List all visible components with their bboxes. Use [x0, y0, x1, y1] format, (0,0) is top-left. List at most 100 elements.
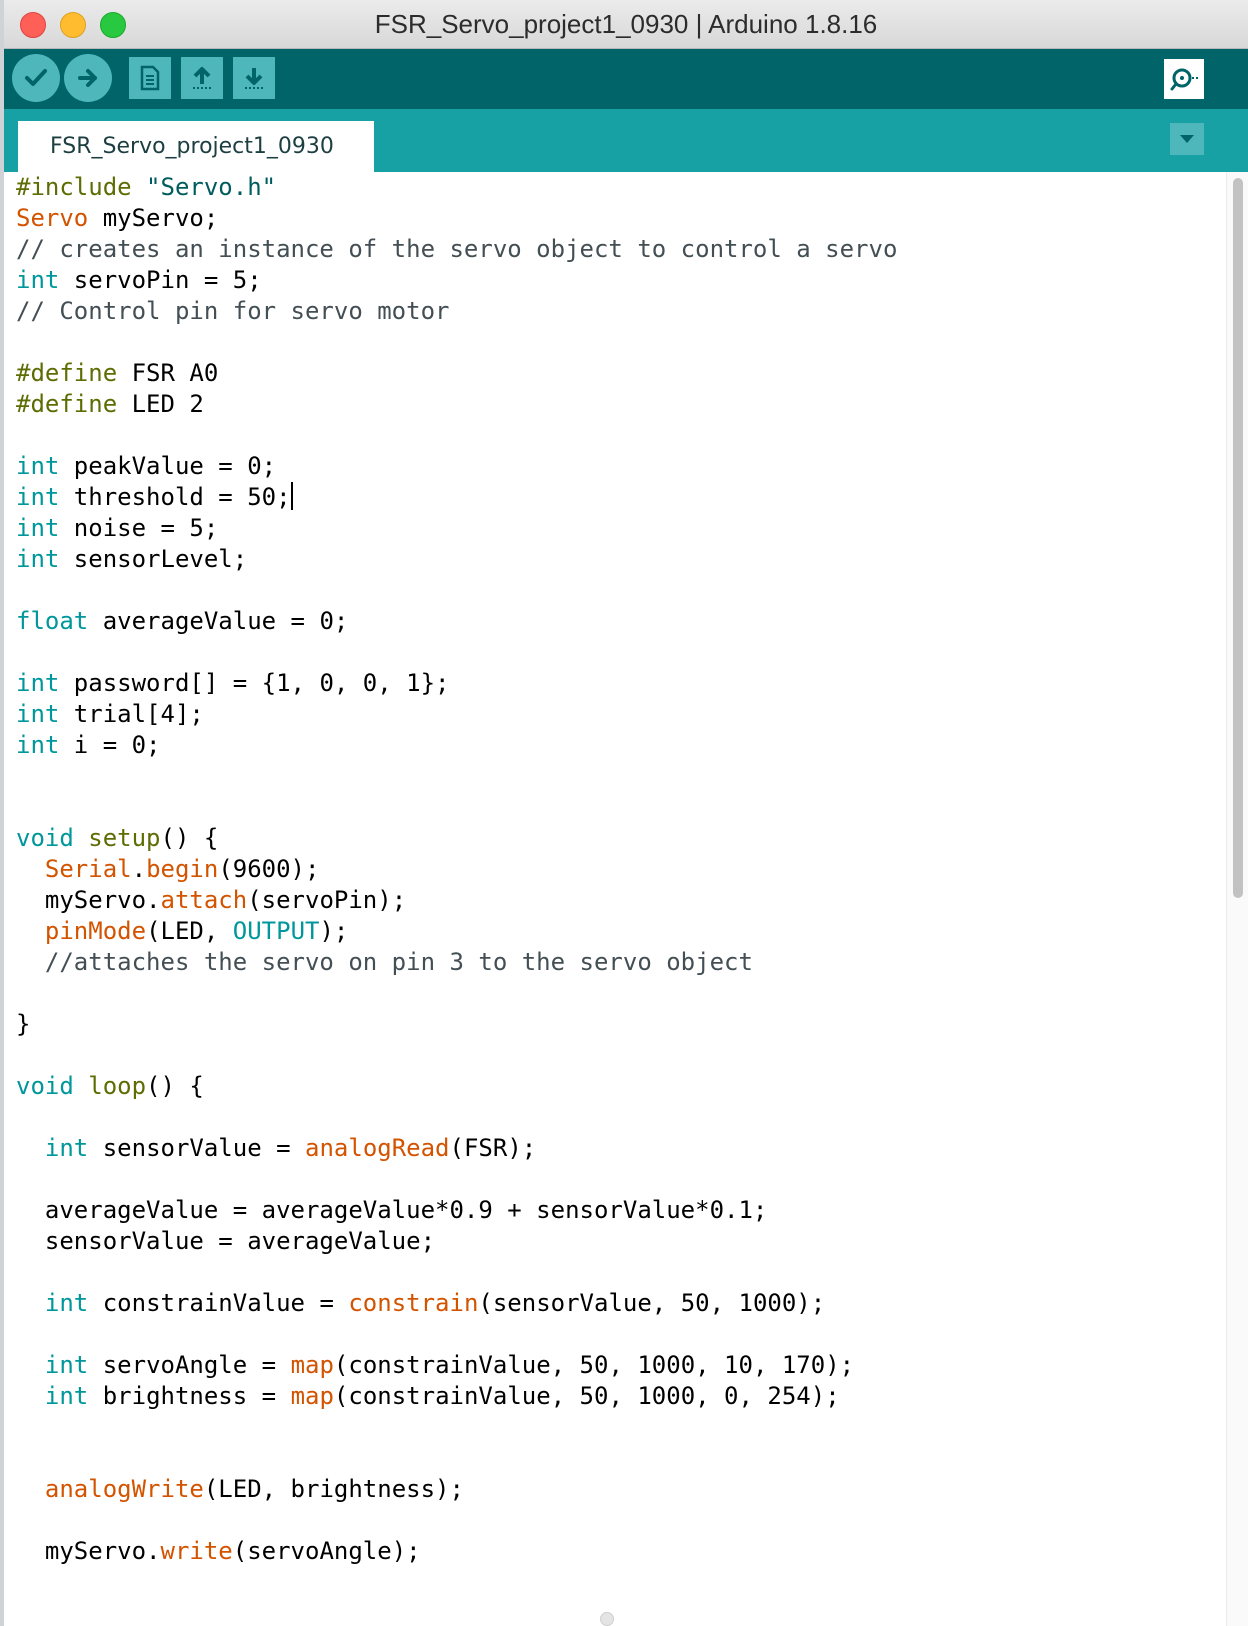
- code-editor[interactable]: #include "Servo.h"Servo myServo;// creat…: [4, 172, 1226, 1626]
- arrow-down-icon: [245, 68, 263, 89]
- code-line[interactable]: [16, 420, 897, 451]
- code-line[interactable]: analogWrite(LED, brightness);: [16, 1474, 897, 1505]
- code-line[interactable]: void setup() {: [16, 823, 897, 854]
- code-token: int: [16, 266, 60, 294]
- code-token: int: [16, 545, 60, 573]
- code-line[interactable]: int constrainValue = constrain(sensorVal…: [16, 1288, 897, 1319]
- maximize-window-button[interactable]: [100, 12, 126, 38]
- code-token: int: [16, 483, 60, 511]
- code-line[interactable]: [16, 978, 897, 1009]
- code-line[interactable]: int sensorValue = analogRead(FSR);: [16, 1133, 897, 1164]
- triangle-down-icon: [1180, 135, 1194, 143]
- code-line[interactable]: int noise = 5;: [16, 513, 897, 544]
- code-token: int: [44, 1289, 89, 1317]
- code-line[interactable]: int threshold = 50;: [16, 482, 897, 513]
- code-token: .: [131, 855, 147, 883]
- code-line[interactable]: [16, 575, 897, 606]
- code-line[interactable]: myServo.write(servoAngle);: [16, 1536, 897, 1567]
- code-token: sensorValue = averageValue;: [16, 1227, 436, 1255]
- code-line[interactable]: [16, 1443, 897, 1474]
- code-line[interactable]: [16, 1040, 897, 1071]
- code-token: [16, 1351, 45, 1379]
- code-token: int: [44, 1351, 89, 1379]
- code-line[interactable]: int trial[4];: [16, 699, 897, 730]
- code-token: Servo: [16, 204, 89, 232]
- scrollbar-thumb[interactable]: [1233, 178, 1243, 898]
- code-line[interactable]: [16, 1505, 897, 1536]
- code-line[interactable]: #include "Servo.h": [16, 172, 897, 203]
- code-token: map: [290, 1382, 334, 1410]
- code-line[interactable]: sensorValue = averageValue;: [16, 1226, 897, 1257]
- serial-monitor-button[interactable]: [1164, 59, 1204, 99]
- code-token: attach: [160, 886, 248, 914]
- code-token: // Control pin for servo motor: [16, 297, 450, 325]
- code-line[interactable]: [16, 1164, 897, 1195]
- code-line[interactable]: int i = 0;: [16, 730, 897, 761]
- code-token: int: [16, 731, 60, 759]
- code-text[interactable]: #include "Servo.h"Servo myServo;// creat…: [16, 172, 897, 1567]
- code-line[interactable]: Servo myServo;: [16, 203, 897, 234]
- code-line[interactable]: int servoAngle = map(constrainValue, 50,…: [16, 1350, 897, 1381]
- code-line[interactable]: int brightness = map(constrainValue, 50,…: [16, 1381, 897, 1412]
- code-token: servoPin = 5;: [59, 266, 262, 294]
- code-token: password[] = {1, 0, 0, 1};: [59, 669, 450, 697]
- code-line[interactable]: #define LED 2: [16, 389, 897, 420]
- vertical-scrollbar[interactable]: [1226, 172, 1248, 1626]
- open-sketch-button[interactable]: [181, 57, 223, 99]
- code-line[interactable]: Serial.begin(9600);: [16, 854, 897, 885]
- code-line[interactable]: myServo.attach(servoPin);: [16, 885, 897, 916]
- code-line[interactable]: [16, 1257, 897, 1288]
- resize-handle[interactable]: [600, 1612, 614, 1626]
- code-token: sensorLevel;: [59, 545, 248, 573]
- code-token: FSR A0: [117, 359, 219, 387]
- code-line[interactable]: [16, 1412, 897, 1443]
- code-line[interactable]: #define FSR A0: [16, 358, 897, 389]
- code-line[interactable]: // creates an instance of the servo obje…: [16, 234, 897, 265]
- code-line[interactable]: int servoPin = 5;: [16, 265, 897, 296]
- code-line[interactable]: [16, 792, 897, 823]
- code-line[interactable]: pinMode(LED, OUTPUT);: [16, 916, 897, 947]
- code-token: () {: [160, 824, 219, 852]
- new-sketch-button[interactable]: [129, 57, 171, 99]
- code-token: () {: [146, 1072, 204, 1100]
- code-line[interactable]: [16, 1102, 897, 1133]
- code-line[interactable]: int peakValue = 0;: [16, 451, 897, 482]
- checkmark-icon: [25, 69, 47, 86]
- code-line[interactable]: [16, 637, 897, 668]
- code-token: threshold = 50;: [59, 483, 291, 511]
- upload-button[interactable]: [64, 54, 112, 102]
- text-cursor: [290, 482, 293, 510]
- code-line[interactable]: //attaches the servo on pin 3 to the ser…: [16, 947, 897, 978]
- tab-sketch[interactable]: FSR_Servo_project1_0930: [18, 121, 374, 172]
- code-token: (servoPin);: [247, 886, 407, 914]
- code-line[interactable]: void loop() {: [16, 1071, 897, 1102]
- code-token: analogWrite: [44, 1475, 204, 1503]
- code-token: [74, 824, 88, 852]
- code-token: analogRead: [305, 1134, 450, 1162]
- code-line[interactable]: float averageValue = 0;: [16, 606, 897, 637]
- magnifier-icon: [1170, 68, 1198, 91]
- code-line[interactable]: int password[] = {1, 0, 0, 1};: [16, 668, 897, 699]
- code-token: (constrainValue, 50, 1000, 0, 254);: [333, 1382, 840, 1410]
- code-token: );: [319, 917, 349, 945]
- code-line[interactable]: int sensorLevel;: [16, 544, 897, 575]
- code-line[interactable]: [16, 761, 897, 792]
- code-line[interactable]: [16, 1319, 897, 1350]
- code-line[interactable]: averageValue = averageValue*0.9 + sensor…: [16, 1195, 897, 1226]
- save-sketch-button[interactable]: [233, 57, 275, 99]
- minimize-window-button[interactable]: [60, 12, 86, 38]
- title-bar: FSR_Servo_project1_0930 | Arduino 1.8.16: [4, 0, 1248, 49]
- code-token: myServo;: [88, 204, 219, 232]
- code-token: [16, 855, 45, 883]
- close-window-button[interactable]: [20, 12, 46, 38]
- code-line[interactable]: // Control pin for servo motor: [16, 296, 897, 327]
- code-line[interactable]: }: [16, 1009, 897, 1040]
- code-token: myServo.: [16, 886, 161, 914]
- verify-button[interactable]: [12, 54, 60, 102]
- code-token: averageValue = 0;: [88, 607, 349, 635]
- tab-menu-button[interactable]: [1170, 123, 1204, 155]
- code-line[interactable]: [16, 327, 897, 358]
- code-token: int: [16, 669, 60, 697]
- code-token: #define: [16, 359, 118, 387]
- code-token: LED 2: [117, 390, 204, 418]
